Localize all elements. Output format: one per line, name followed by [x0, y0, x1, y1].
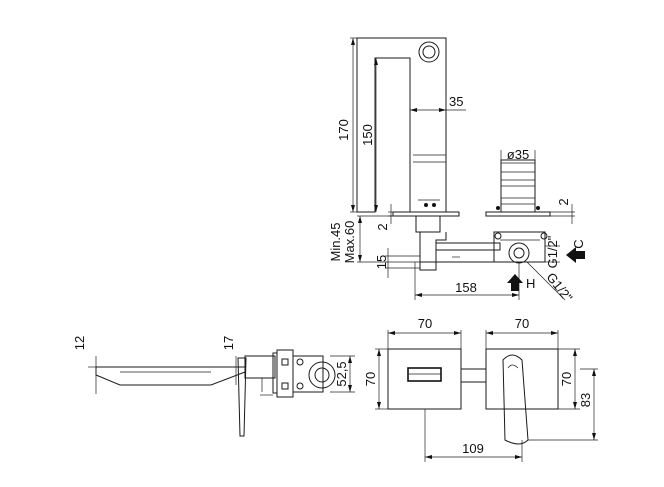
thread-g12-vertical: G1/2": [545, 235, 560, 268]
front-view: 70 70 70 70 83 109: [363, 316, 598, 462]
dim-35: 35: [449, 94, 463, 109]
dim-70-left-side: 70: [363, 372, 378, 386]
dim-83: 83: [578, 393, 593, 407]
dim-17: 17: [221, 336, 236, 350]
dim-12: 12: [72, 336, 87, 350]
inlet-c-label: C: [571, 239, 586, 248]
dim-52-5: 52,5: [334, 361, 349, 386]
dim-158: 158: [455, 280, 477, 295]
dim-max60: Max.60: [342, 221, 357, 264]
dim-70-top-left: 70: [418, 316, 432, 331]
dim-min45: Min.45: [328, 222, 343, 261]
dim-109: 109: [462, 441, 484, 456]
thread-g12-diagonal: G1/2": [544, 270, 576, 305]
top-view: 170 150 35 2 Min.45 Max.60 15: [328, 37, 586, 305]
dim-170: 170: [336, 119, 351, 141]
dim-70-right-side: 70: [559, 372, 574, 386]
dim-2-right: 2: [556, 198, 571, 205]
dim-70-top-right: 70: [515, 316, 529, 331]
side-view: 12 17 52,5: [72, 336, 355, 437]
dim-2-left: 2: [375, 223, 390, 230]
dim-150: 150: [360, 124, 375, 146]
dim-diameter-35: ø35: [507, 147, 529, 162]
dim-15: 15: [374, 255, 389, 269]
inlet-h-label: H: [526, 276, 535, 291]
